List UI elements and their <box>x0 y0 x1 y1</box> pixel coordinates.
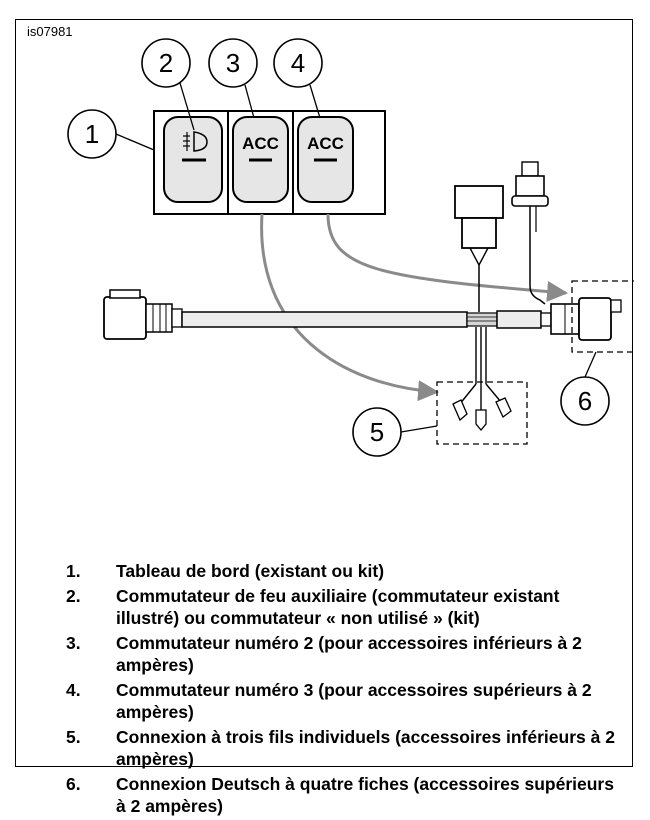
legend-text: Commutateur numéro 2 (pour accessoires i… <box>116 633 582 675</box>
legend-text: Commutateur numéro 3 (pour accessoires s… <box>116 680 592 722</box>
svg-text:4: 4 <box>291 48 305 78</box>
relay <box>454 185 504 312</box>
circuit-breaker <box>511 161 549 305</box>
arrow-switch4-to-connection6 <box>326 213 569 302</box>
legend-item: 2. Commutateur de feu auxiliaire (commuta… <box>66 585 626 629</box>
switch-4: ACC <box>297 116 354 203</box>
legend-list: 1. Tableau de bord (existant ou kit) 2. Co… <box>66 560 626 820</box>
legend-num: 2. <box>66 586 81 606</box>
callout-2: 2 <box>141 38 195 131</box>
legend-num: 1. <box>66 561 81 581</box>
legend-item: 3. Commutateur numéro 2 (pour accessoires… <box>66 632 626 676</box>
svg-text:5: 5 <box>370 417 384 447</box>
left-connector <box>103 289 183 340</box>
callout-1: 1 <box>67 109 155 159</box>
legend-text: Connexion à trois fils individuels (acce… <box>116 727 615 769</box>
legend-num: 4. <box>66 680 81 700</box>
arrow-switch3-to-connection5 <box>260 213 440 402</box>
switch-panel: ACC ACC <box>153 110 386 215</box>
legend-num: 6. <box>66 774 81 794</box>
deutsch-4-pin-connector <box>550 297 622 341</box>
callout-4: 4 <box>273 38 323 119</box>
callout-6: 6 <box>560 351 610 426</box>
switch-2 <box>163 116 223 203</box>
figure-id: is07981 <box>27 24 73 39</box>
legend-text: Tableau de bord (existant ou kit) <box>116 561 385 581</box>
legend-num: 5. <box>66 727 81 747</box>
connection-5-box <box>436 381 528 445</box>
legend-num: 3. <box>66 633 81 653</box>
legend-item: 5. Connexion à trois fils individuels (ac… <box>66 726 626 770</box>
switch-3-label: ACC <box>242 134 279 153</box>
legend-item: 6. Connexion Deutsch à quatre fiches (acc… <box>66 773 626 817</box>
switch-3: ACC <box>232 116 289 203</box>
svg-text:3: 3 <box>226 48 240 78</box>
three-wire-breakout <box>452 327 512 432</box>
wire-harness <box>103 289 552 340</box>
legend-item: 4. Commutateur numéro 3 (pour accessoires… <box>66 679 626 723</box>
legend-text: Connexion Deutsch à quatre fiches (acces… <box>116 774 614 816</box>
legend-item: 1. Tableau de bord (existant ou kit) <box>66 560 626 582</box>
callout-3: 3 <box>208 38 258 119</box>
svg-text:2: 2 <box>159 48 173 78</box>
connection-6-box <box>571 280 634 353</box>
svg-text:1: 1 <box>85 119 99 149</box>
svg-text:6: 6 <box>578 386 592 416</box>
callout-5: 5 <box>352 407 438 457</box>
legend-text: Commutateur de feu auxiliaire (commutate… <box>116 586 560 628</box>
wiring-diagram: ACC ACC <box>67 38 634 457</box>
switch-4-label: ACC <box>307 134 344 153</box>
auxiliary-lamp-icon <box>183 131 208 152</box>
